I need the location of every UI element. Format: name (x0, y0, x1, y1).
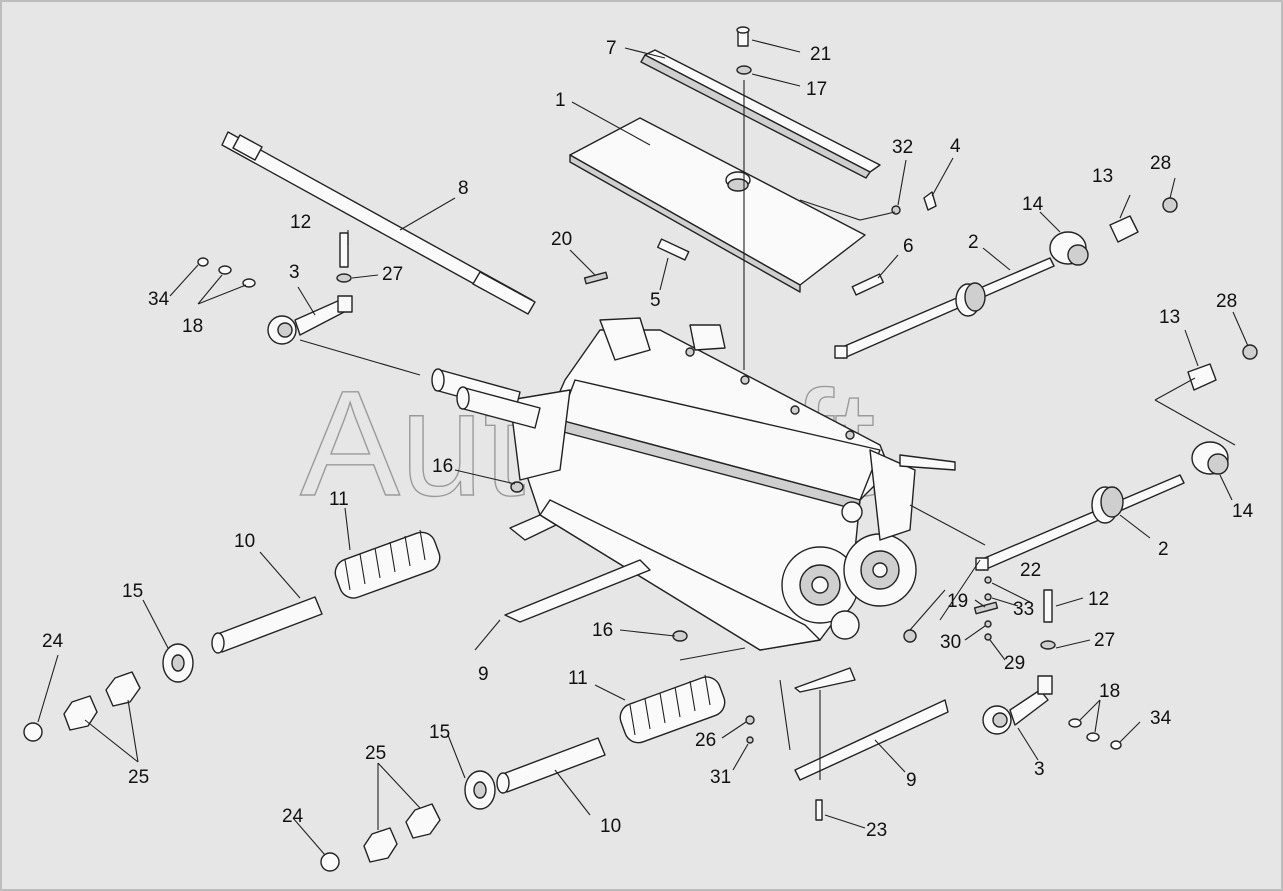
right-shaft-upper (834, 257, 1055, 359)
callout-30: 30 (940, 632, 961, 653)
top-rail-bracket (640, 49, 881, 179)
rod-upper (211, 596, 323, 654)
callout-24-right: 24 (282, 806, 304, 827)
callout-9-right: 9 (906, 770, 917, 791)
callout-24-left: 24 (42, 631, 64, 652)
callout-27-right: 27 (1094, 630, 1115, 651)
callout-3-right: 3 (1034, 759, 1045, 780)
callout-1: 1 (555, 90, 566, 111)
callout-2-lower: 2 (1158, 539, 1169, 560)
callout-17: 17 (806, 79, 827, 100)
right-caps-nuts (1049, 197, 1258, 475)
callout-12-right: 12 (1088, 589, 1109, 610)
callout-15-right: 15 (429, 722, 450, 743)
callout-21: 21 (810, 44, 831, 65)
callout-15-left: 15 (122, 581, 143, 602)
top-bolt-washer (736, 26, 752, 75)
callout-32: 32 (892, 137, 913, 158)
callout-28-lower: 28 (1216, 291, 1237, 312)
washers-nuts-upper (23, 643, 496, 872)
callout-13-lower: 13 (1159, 307, 1180, 328)
callout-11-lower: 11 (568, 668, 588, 689)
callout-29: 29 (1004, 653, 1025, 674)
callout-2-upper: 2 (968, 232, 979, 253)
callout-25-left: 25 (128, 767, 149, 788)
callout-9-left: 9 (478, 664, 489, 685)
callout-19: 19 (947, 591, 968, 612)
callout-22: 22 (1020, 560, 1041, 581)
callout-12-left: 12 (290, 212, 311, 233)
callout-16-lower: 16 (592, 620, 613, 641)
callout-3-left: 3 (289, 262, 300, 283)
callout-5: 5 (650, 290, 661, 311)
callout-10-upper: 10 (234, 531, 255, 552)
callout-10-lower: 10 (600, 816, 621, 837)
right-lever-assembly (903, 589, 1122, 750)
spring-upper (334, 529, 441, 599)
callout-23: 23 (866, 820, 887, 841)
callout-34-left: 34 (148, 289, 170, 310)
small-top-parts (583, 191, 937, 296)
callout-27-left: 27 (382, 264, 403, 285)
mounting-brackets (504, 514, 949, 781)
rod-lower (496, 737, 606, 794)
callout-6: 6 (903, 236, 914, 257)
callout-31: 31 (710, 767, 731, 788)
callout-8: 8 (458, 178, 469, 199)
callout-7: 7 (606, 38, 617, 59)
callout-18-right: 18 (1099, 681, 1120, 702)
left-lever-assembly (197, 232, 353, 345)
callout-25-right: 25 (365, 743, 386, 764)
callout-34-right: 34 (1150, 708, 1172, 729)
callout-33: 33 (1013, 599, 1034, 620)
callout-13-upper: 13 (1092, 166, 1113, 187)
callout-16-upper: 16 (432, 456, 453, 477)
callout-18-left: 18 (182, 316, 203, 337)
leader-lines (37, 39, 1249, 856)
callout-4: 4 (950, 136, 961, 157)
long-shaft (221, 131, 536, 315)
callout-28-upper: 28 (1150, 153, 1171, 174)
right-shaft-lower (975, 474, 1185, 571)
callout-14-upper: 14 (1022, 194, 1044, 215)
callout-labels: 1 2 2 3 3 4 5 6 7 8 9 9 10 10 11 11 12 1… (42, 38, 1254, 841)
spring-lower (619, 674, 726, 744)
callout-14-lower: 14 (1232, 501, 1254, 522)
callout-11-upper: 11 (329, 489, 349, 510)
main-housing (431, 317, 956, 651)
callout-26: 26 (695, 730, 716, 751)
callout-20: 20 (551, 229, 572, 250)
